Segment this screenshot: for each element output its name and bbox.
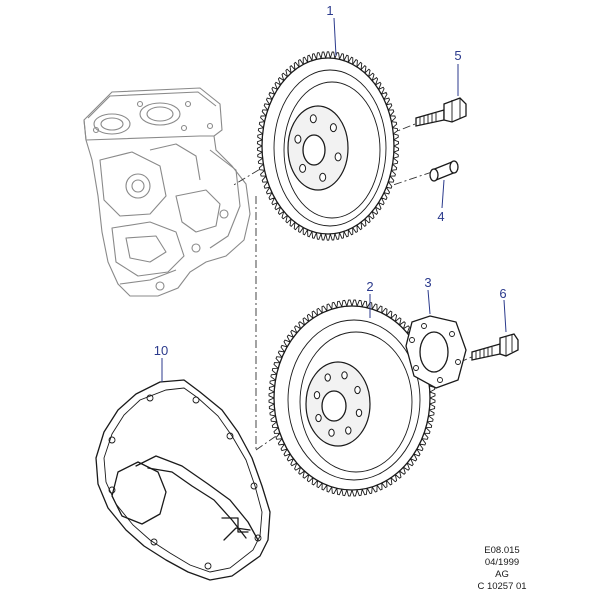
- callout-2: 2: [366, 279, 373, 294]
- reinforcement-plate: [405, 315, 467, 389]
- bolt-hole: [334, 152, 342, 162]
- plate-bolt: [471, 333, 519, 361]
- callout-6: 6: [499, 286, 506, 301]
- reference-author: AG: [495, 569, 509, 580]
- flywheel-bolt: [415, 97, 467, 127]
- callout-10: 10: [154, 343, 168, 358]
- bolt-hole: [345, 426, 352, 435]
- bolt-hole: [299, 163, 307, 173]
- callout-1: 1: [326, 3, 333, 18]
- callout-4: 4: [437, 209, 444, 224]
- engine-block-outline: [83, 87, 251, 297]
- reference-code: E08.015: [484, 545, 520, 556]
- bolt-hole: [354, 385, 361, 395]
- bolt-hole: [319, 172, 327, 182]
- reference-drawing-no: C 10257 01: [477, 581, 527, 592]
- bolt-hole: [313, 391, 321, 400]
- bolt-hole: [355, 408, 363, 417]
- engine-backplate-gasket: [95, 379, 271, 581]
- bolt-hole: [324, 373, 331, 382]
- flywheel-lower: [268, 299, 436, 497]
- callout-3: 3: [424, 275, 431, 290]
- flywheel-upper: [256, 51, 400, 241]
- bolt-hole: [328, 428, 335, 437]
- drawing-reference-block: E08.015 04/1999 AG C 10257 01: [462, 545, 542, 593]
- bolt-hole: [309, 114, 317, 124]
- dowel-pin: [429, 160, 459, 182]
- bolt-hole: [329, 123, 337, 133]
- callout-5: 5: [454, 48, 461, 63]
- reference-date: 04/1999: [484, 557, 520, 568]
- leader-lines: [161, 17, 507, 382]
- callout-numbers: 1 5 4 2 3 6 10: [154, 3, 507, 358]
- bolt-hole: [341, 371, 348, 380]
- bolt-hole: [294, 134, 302, 144]
- bolt-hole: [315, 413, 322, 423]
